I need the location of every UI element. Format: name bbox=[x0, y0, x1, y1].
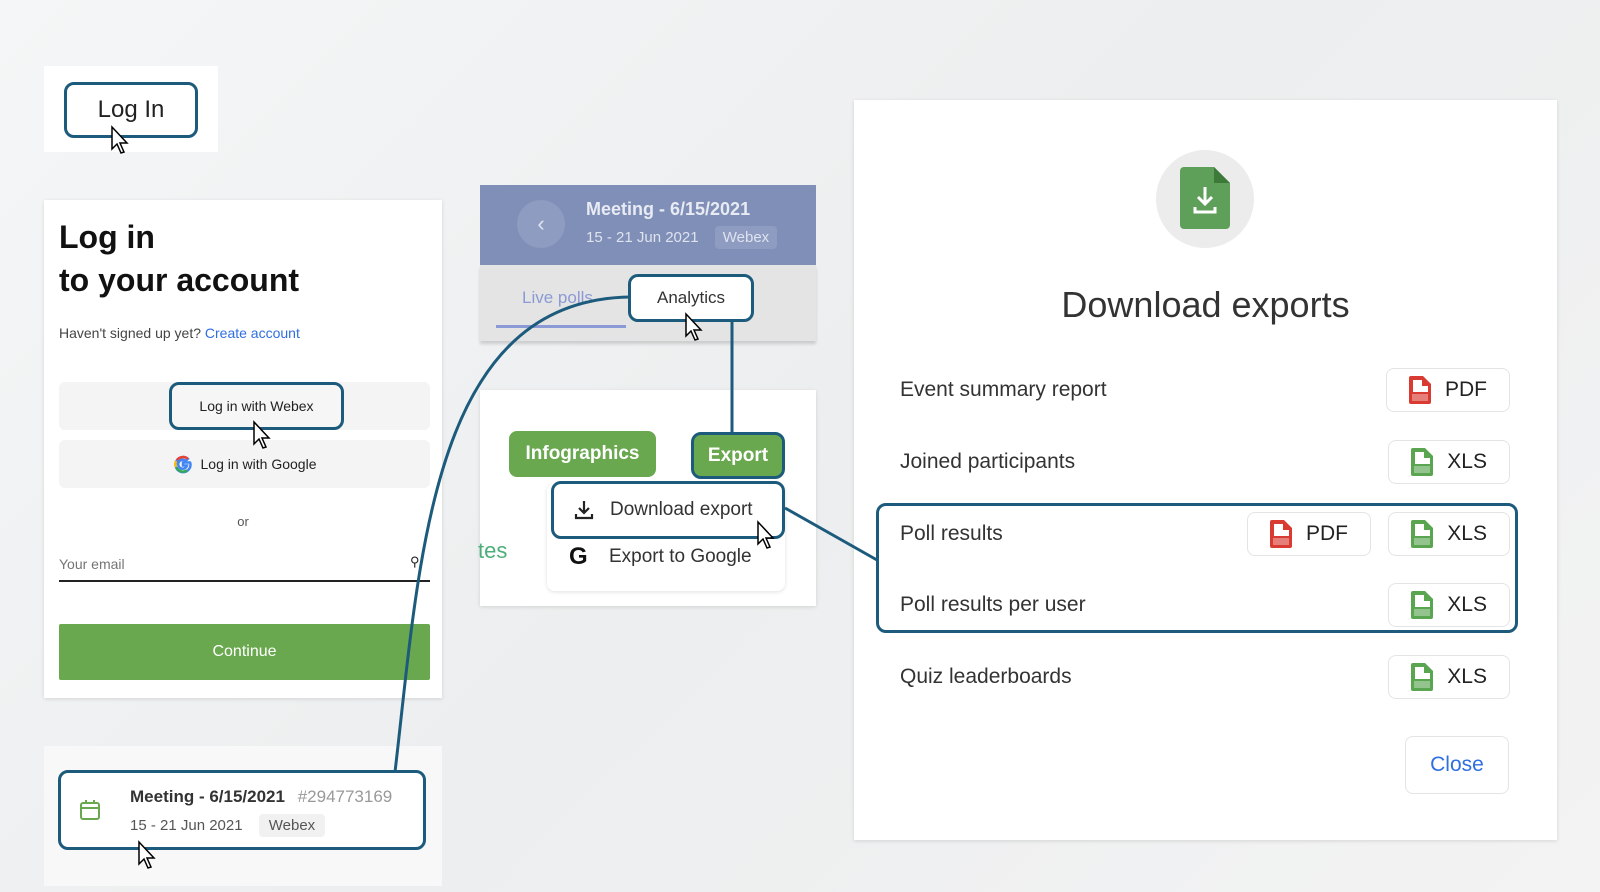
key-icon[interactable]: ⚲ bbox=[410, 554, 420, 569]
google-button-label: Log in with Google bbox=[200, 456, 317, 472]
google-icon bbox=[173, 455, 192, 474]
export-row: Joined participants XLS bbox=[854, 438, 1557, 486]
close-button[interactable]: Close bbox=[1405, 736, 1509, 794]
xls-download-button[interactable]: XLS bbox=[1388, 655, 1510, 699]
login-title-line1: Log in bbox=[59, 219, 155, 255]
log-in-button[interactable]: Log In bbox=[64, 82, 198, 138]
signup-prompt: Haven't signed up yet? bbox=[59, 325, 201, 341]
pdf-file-icon bbox=[1409, 376, 1431, 404]
meeting-dates: 15 - 21 Jun 2021 bbox=[130, 817, 243, 834]
export-row-label: Event summary report bbox=[900, 378, 1107, 401]
meeting-badge: Webex bbox=[258, 814, 326, 837]
login-card: Log in to your account Haven't signed up… bbox=[44, 200, 442, 698]
log-in-with-google-button[interactable]: Log in with Google bbox=[59, 440, 430, 488]
login-title-line2: to your account bbox=[59, 262, 300, 298]
cursor-icon bbox=[685, 312, 703, 341]
cursor-icon bbox=[138, 840, 156, 869]
header-badge: Webex bbox=[714, 226, 778, 249]
partial-text: tes bbox=[478, 538, 508, 563]
cursor-icon bbox=[757, 520, 775, 549]
format-label: XLS bbox=[1447, 665, 1487, 688]
download-icon bbox=[574, 501, 594, 520]
export-row: Event summary report PDF bbox=[854, 366, 1557, 414]
export-row-label: Poll results bbox=[900, 522, 1003, 545]
create-account-link[interactable]: Create account bbox=[204, 325, 300, 341]
header-title: Meeting - 6/15/2021 bbox=[586, 199, 751, 219]
xls-file-icon bbox=[1411, 591, 1434, 619]
file-download-icon bbox=[1180, 167, 1230, 229]
continue-button[interactable]: Continue bbox=[59, 624, 430, 680]
export-row: Poll results PDF XLS bbox=[854, 510, 1557, 558]
format-label: PDF bbox=[1306, 522, 1348, 545]
menu-item-download-export[interactable]: Download export bbox=[551, 481, 785, 539]
google-icon: G bbox=[569, 543, 588, 570]
xls-file-icon bbox=[1411, 520, 1434, 548]
export-row: Quiz leaderboards XLS bbox=[854, 653, 1557, 701]
export-row-label: Joined participants bbox=[900, 450, 1076, 473]
xls-file-icon bbox=[1411, 663, 1434, 691]
format-label: PDF bbox=[1445, 378, 1487, 401]
xls-download-button[interactable]: XLS bbox=[1388, 583, 1510, 627]
meeting-list-item[interactable]: Meeting - 6/15/2021 #294773169 15 - 21 J… bbox=[58, 770, 426, 850]
dialog-title: Download exports bbox=[1061, 284, 1350, 325]
menu-item-label: Export to Google bbox=[609, 546, 752, 567]
pdf-file-icon bbox=[1270, 520, 1292, 548]
xls-download-button[interactable]: XLS bbox=[1388, 512, 1510, 556]
meeting-header: ‹ Meeting - 6/15/2021 15 - 21 Jun 2021 W… bbox=[480, 185, 816, 265]
cursor-icon bbox=[253, 420, 271, 449]
header-dates: 15 - 21 Jun 2021 bbox=[586, 229, 699, 246]
format-label: XLS bbox=[1447, 522, 1487, 545]
back-button[interactable]: ‹ bbox=[517, 200, 565, 248]
menu-item-label: Download export bbox=[610, 499, 753, 520]
pdf-download-button[interactable]: PDF bbox=[1386, 368, 1510, 412]
export-illustration-bg bbox=[1156, 150, 1254, 248]
email-input[interactable] bbox=[59, 548, 430, 582]
export-row-label: Quiz leaderboards bbox=[900, 665, 1072, 688]
export-row: Poll results per user XLS bbox=[854, 581, 1557, 629]
login-top-panel: Log In bbox=[44, 66, 218, 152]
xls-download-button[interactable]: XLS bbox=[1388, 440, 1510, 484]
calendar-icon bbox=[80, 800, 100, 820]
xls-file-icon bbox=[1411, 448, 1434, 476]
export-row-label: Poll results per user bbox=[900, 593, 1086, 616]
pdf-download-button[interactable]: PDF bbox=[1247, 512, 1371, 556]
or-divider: or bbox=[237, 514, 249, 529]
menu-item-export-to-google[interactable]: G Export to Google bbox=[569, 543, 752, 571]
meeting-id: #294773169 bbox=[297, 787, 393, 806]
format-label: XLS bbox=[1447, 593, 1487, 616]
tab-live-polls[interactable]: Live polls bbox=[522, 288, 593, 307]
meeting-title: Meeting - 6/15/2021 bbox=[130, 787, 285, 806]
export-button[interactable]: Export bbox=[691, 432, 785, 479]
cursor-icon bbox=[111, 125, 129, 154]
infographics-button[interactable]: Infographics bbox=[509, 431, 656, 477]
active-tab-indicator bbox=[496, 325, 626, 328]
format-label: XLS bbox=[1447, 450, 1487, 473]
